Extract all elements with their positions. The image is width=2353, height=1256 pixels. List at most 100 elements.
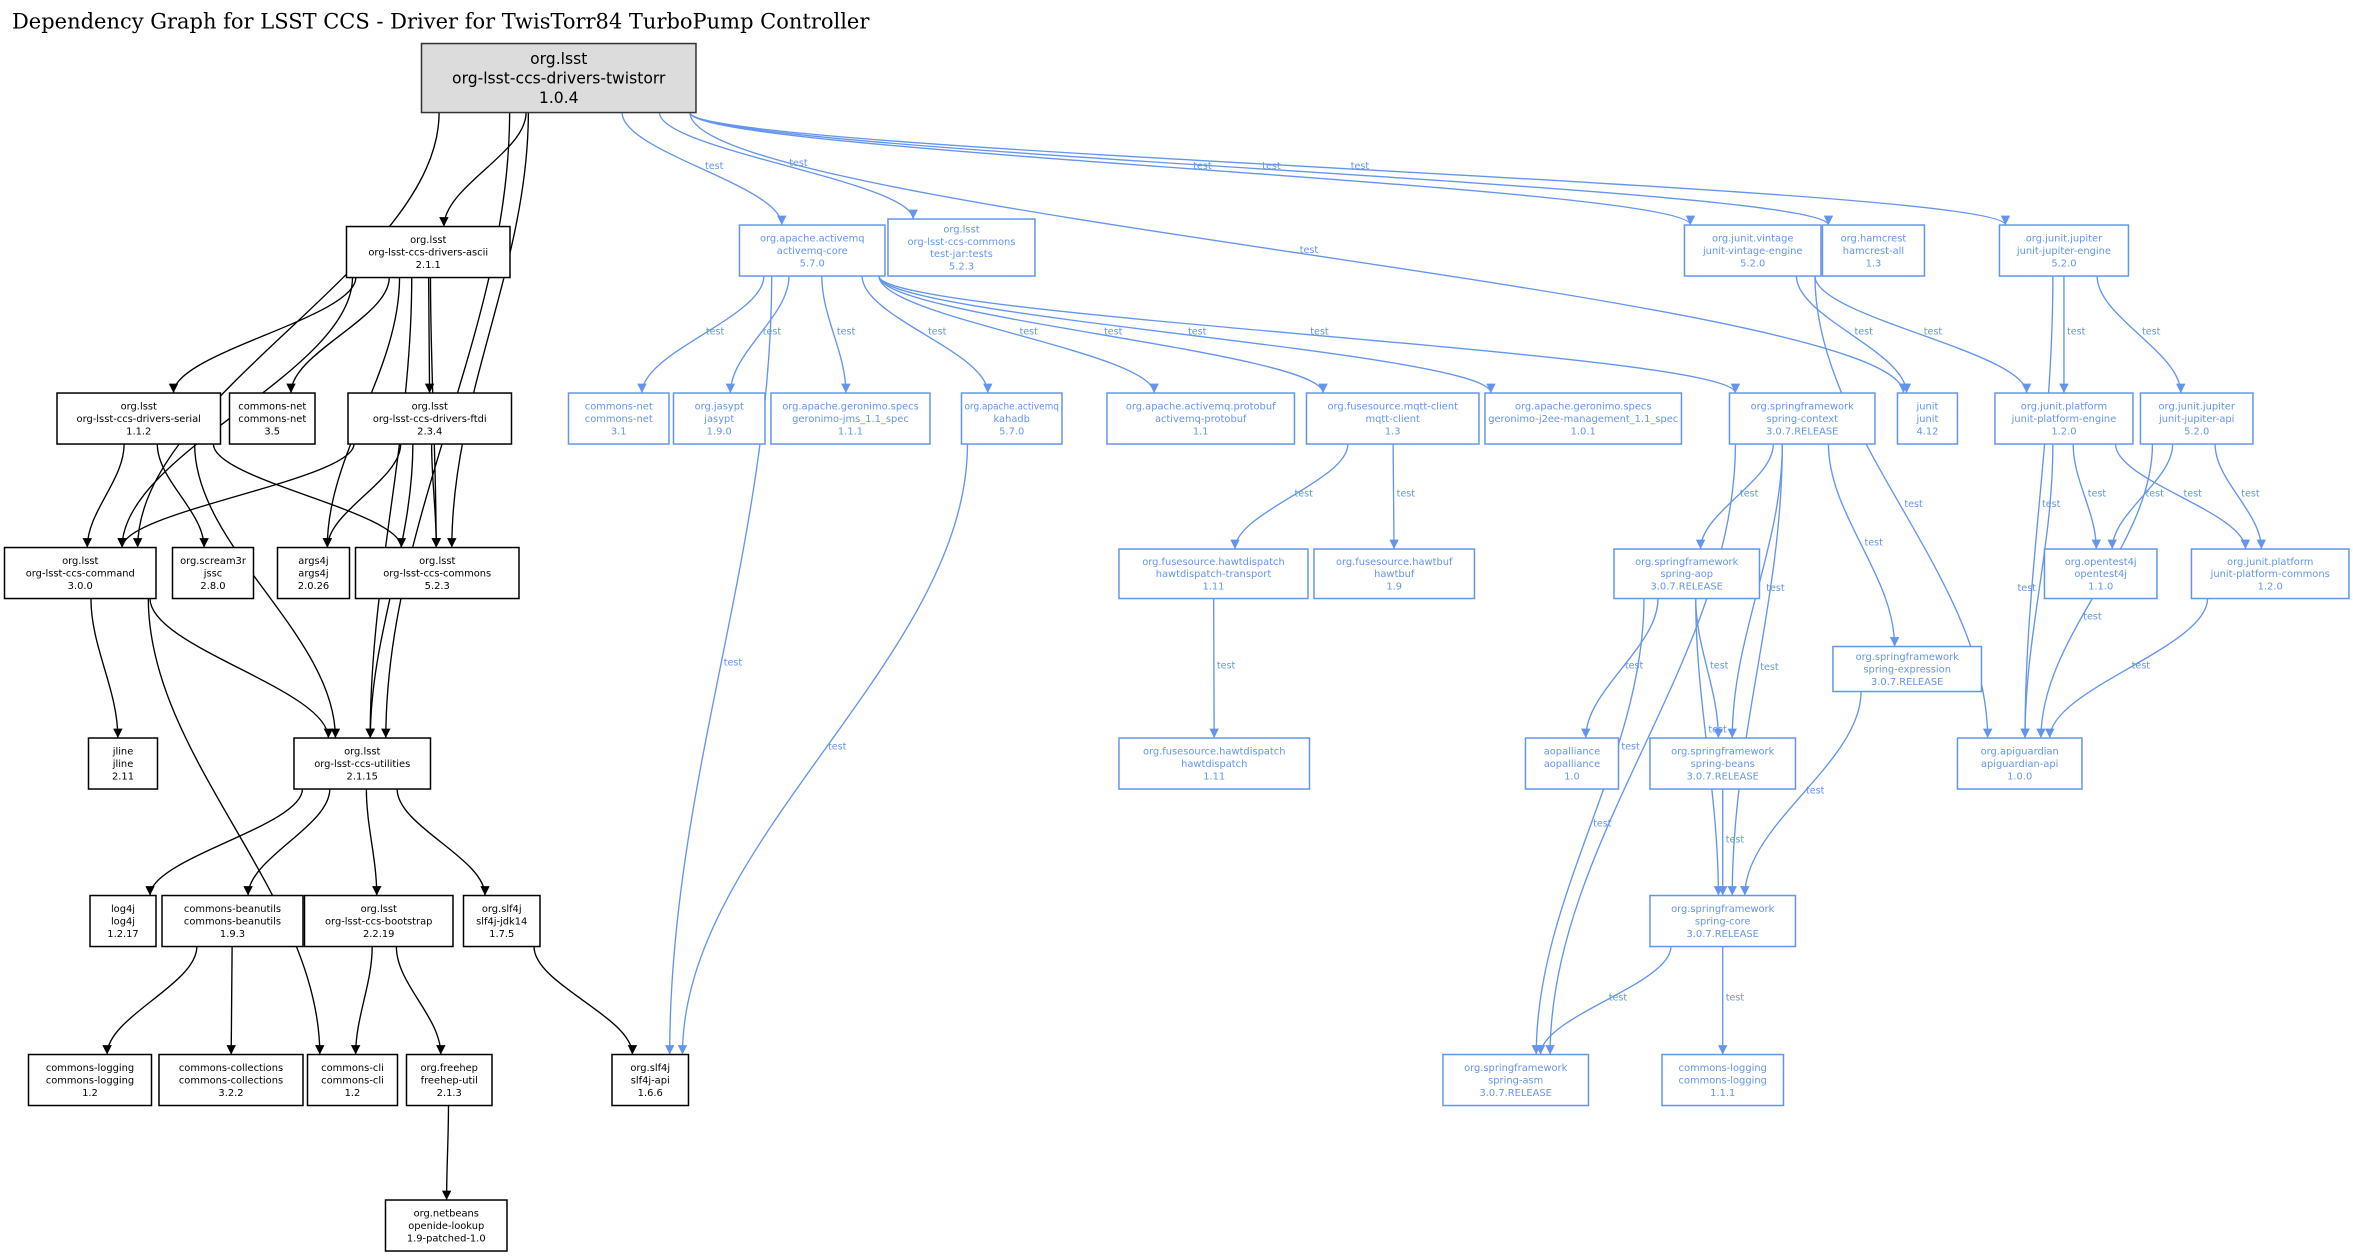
edge-line	[441, 1105, 452, 1201]
dependency-node-commonstest[interactable]: org.lsstorg-lsst-ccs-commonstest-jar:tes…	[887, 218, 1036, 277]
node-box	[384, 1199, 508, 1252]
dependency-node-root[interactable]: org.lsstorg-lsst-ccs-drivers-twistorr1.0…	[420, 42, 697, 114]
node-artifact: commons-net	[585, 414, 653, 425]
edge-line	[243, 789, 331, 896]
edge-line	[658, 112, 918, 220]
edge-line	[878, 275, 1496, 394]
edge-vintage-to-platengine	[1814, 275, 2032, 394]
dependency-node-collections[interactable]: commons-collectionscommons-collections3.…	[158, 1053, 304, 1107]
node-box	[3, 546, 157, 600]
dependency-node-hawttransport[interactable]: org.fusesource.hawtdispatchhawtdispatch-…	[1118, 548, 1309, 600]
dependency-node-j2ee[interactable]: org.apache.geronimo.specsgeronimo-j2ee-m…	[1484, 392, 1683, 445]
edge-label: test	[1217, 660, 1236, 671]
node-version: 1.9.3	[220, 929, 245, 940]
dependency-node-vintage[interactable]: org.junit.vintagejunit-vintage-engine5.2…	[1683, 224, 1822, 277]
node-box	[1118, 548, 1309, 600]
edge-bootstrap-to-cli	[350, 946, 373, 1055]
edge-vintage-to-junit	[1795, 276, 1912, 394]
dependency-node-jupengine[interactable]: org.junit.jupiterjunit-jupiter-engine5.2…	[1998, 224, 2130, 277]
dependency-node-geronimojms[interactable]: org.apache.geronimo.specsgeronimo-jms_1.…	[770, 392, 931, 445]
dependency-node-springasm[interactable]: org.springframeworkspring-asm3.0.7.RELEA…	[1442, 1053, 1590, 1107]
dependency-node-springexpr[interactable]: org.springframeworkspring-expression3.0.…	[1832, 645, 1983, 693]
edge-line	[2072, 444, 2102, 550]
node-artifact: jasypt	[703, 414, 734, 425]
edge-label: test	[2083, 612, 2102, 623]
dependency-node-hawtdispatch[interactable]: org.fusesource.hawtdispatchhawtdispatch1…	[1118, 737, 1311, 790]
dependency-node-protobuf[interactable]: org.apache.activemq.protobufactivemq-pro…	[1106, 392, 1296, 445]
dependency-node-springaop[interactable]: org.springframeworkspring-aop3.0.7.RELEA…	[1613, 548, 1761, 600]
node-artifact: spring-asm	[1488, 1075, 1543, 1086]
node-artifact: spring-context	[1766, 414, 1838, 425]
node-box	[1728, 392, 1876, 445]
dependency-node-openide[interactable]: org.netbeansopenide-lookup1.9-patched-1.…	[384, 1199, 508, 1252]
edge-label: test	[1726, 834, 1745, 845]
edge-label: test	[705, 161, 724, 172]
node-box	[293, 737, 432, 790]
edge-beanutils-to-collections	[226, 946, 236, 1055]
edge-line	[90, 598, 123, 739]
edge-line	[621, 112, 787, 226]
edge-ascii-to-commonsnet35	[286, 277, 390, 394]
node-artifact: hamcrest-all	[1843, 246, 1904, 257]
dependency-node-springcore[interactable]: org.springframeworkspring-core3.0.7.RELE…	[1649, 894, 1797, 948]
edge-root-to-junit	[689, 112, 1909, 394]
edge-line	[2096, 276, 2186, 394]
dependency-node-springbeans[interactable]: org.springframeworkspring-beans3.0.7.REL…	[1649, 737, 1797, 790]
node-box	[1118, 737, 1311, 790]
node-artifact: junit-platform-engine	[2011, 414, 2117, 425]
edge-springexpr-to-springcore	[1740, 691, 1862, 896]
edge-ftdi-to-commons	[430, 444, 442, 548]
dependency-node-platcommons[interactable]: org.junit.platformjunit-platform-commons…	[2190, 548, 2350, 600]
node-group: org.slf4j	[482, 904, 522, 915]
edge-amqcore-to-mqtt	[878, 275, 1328, 394]
node-version: 1.11	[1202, 582, 1224, 593]
edge-label: test	[2088, 489, 2107, 500]
edge-slf4jjdk14-to-slf4japi	[533, 946, 638, 1055]
edge-label: test	[1904, 499, 1923, 510]
node-artifact: apiguardian-api	[1981, 759, 2058, 770]
edge-line	[1727, 444, 1784, 896]
edge-springaop-to-springbeans	[1695, 598, 1724, 739]
edge-line	[1827, 444, 1900, 647]
node-group: org.apache.geronimo.specs	[782, 402, 919, 413]
node-artifact: spring-aop	[1660, 569, 1713, 580]
node-group: log4j	[111, 904, 135, 915]
dependency-node-springcontext[interactable]: org.springframeworkspring-context3.0.7.R…	[1728, 392, 1876, 445]
dependency-node-platengine[interactable]: org.junit.platformjunit-platform-engine1…	[1994, 392, 2134, 445]
node-version: 1.9.0	[707, 426, 732, 437]
node-version: 1.2.0	[2051, 426, 2076, 437]
node-box	[56, 392, 222, 445]
edge-line	[168, 277, 357, 394]
